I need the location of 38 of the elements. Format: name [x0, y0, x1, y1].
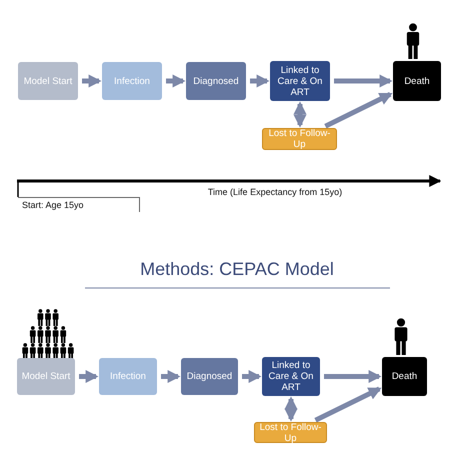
- state-box: [17, 358, 75, 395]
- block-arrow: [166, 74, 186, 88]
- block-arrow: [250, 74, 270, 88]
- block-arrow: [324, 370, 382, 383]
- state-box: [393, 61, 441, 101]
- start-note: Start: Age 15yo: [18, 197, 140, 212]
- block-arrow: [284, 396, 298, 422]
- state-label: Death: [392, 371, 418, 382]
- state-box: [181, 358, 238, 395]
- state-label: Lost to Follow-Up: [258, 422, 322, 444]
- state-box: [102, 62, 162, 100]
- state-label: Diagnosed: [193, 76, 239, 86]
- state-label: Death: [404, 76, 430, 86]
- state-label: Linked to Care & On ART: [276, 64, 324, 98]
- state-box: [99, 358, 157, 395]
- axis-label: Time (Life Expectancy from 15yo): [206, 187, 344, 197]
- block-arrow: [242, 370, 262, 383]
- block-arrow: [324, 92, 393, 128]
- state-label: Diagnosed: [186, 371, 232, 382]
- block-arrow: [294, 101, 306, 128]
- block-arrow: [314, 386, 382, 422]
- title: Methods: CEPAC Model: [139, 259, 335, 280]
- state-label: Model Start: [24, 76, 72, 86]
- block-arrow: [82, 74, 102, 88]
- state-label: Model Start: [22, 371, 70, 382]
- block-arrow: [334, 74, 393, 88]
- block-arrow: [161, 370, 181, 383]
- state-label: Lost to Follow-Up: [268, 128, 332, 150]
- state-box: [254, 422, 327, 443]
- block-arrow: [79, 370, 99, 383]
- state-box: [382, 357, 427, 396]
- state-label: Infection: [114, 76, 150, 86]
- state-box: [186, 62, 246, 100]
- state-label: Infection: [110, 371, 146, 382]
- state-label: Linked to Care & On ART: [268, 360, 314, 393]
- state-box: [270, 61, 330, 101]
- state-box: [18, 62, 78, 100]
- state-box: [262, 357, 320, 396]
